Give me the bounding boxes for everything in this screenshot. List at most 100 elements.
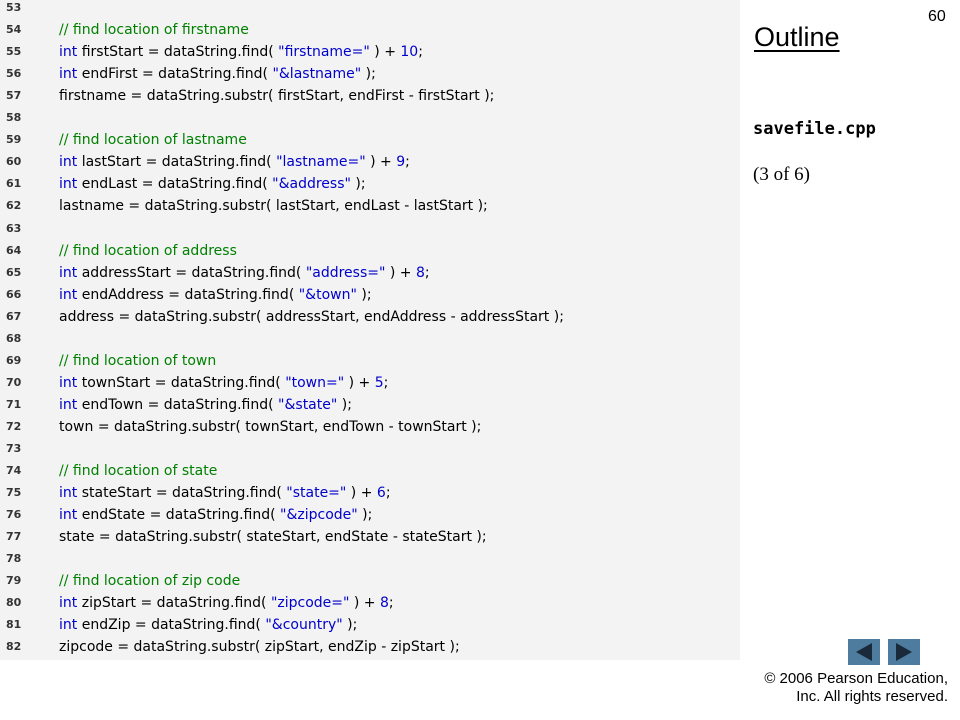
code-text: town = dataString.substr( townStart, end…	[59, 416, 481, 438]
code-literal: 8	[379, 595, 389, 612]
page-number: 60	[928, 8, 946, 25]
code-text: // find location of lastname	[59, 129, 247, 151]
line-number: 79	[6, 574, 22, 588]
code-keyword: int	[59, 264, 78, 281]
code-keyword: int	[59, 507, 78, 524]
right-triangle-icon	[896, 643, 912, 661]
line-number: 69	[6, 353, 22, 367]
code-literal: "&state"	[278, 396, 338, 413]
code-line: 70 int townStart = dataString.find( "town…	[0, 372, 740, 394]
code-text: int stateStart = dataString.find( "state…	[59, 482, 391, 504]
code-text: int endAddress = dataString.find( "&town…	[59, 284, 372, 306]
line-number: 56	[6, 67, 22, 81]
line-number: 72	[6, 419, 22, 433]
line-number: 53	[6, 1, 22, 14]
code-keyword: int	[59, 396, 78, 413]
line-number: 80	[6, 596, 22, 610]
code-line: 64// find location of address	[0, 240, 740, 262]
code-text: int endTown = dataString.find( "&state" …	[59, 394, 352, 416]
code-token: townStart = dataString.find(	[77, 374, 286, 391]
code-token: );	[342, 617, 358, 634]
code-keyword: int	[59, 66, 78, 83]
code-literal: 8	[415, 264, 425, 281]
code-token: endLast = dataString.find(	[77, 176, 273, 193]
code-literal: 10	[400, 44, 419, 61]
code-literal: "address="	[305, 264, 386, 281]
code-token: );	[337, 396, 352, 413]
code-literal: 9	[396, 154, 406, 171]
code-literal: "firstname="	[278, 44, 370, 61]
code-token: addressStart = dataString.find(	[77, 264, 306, 281]
code-comment: // find location of lastname	[59, 132, 247, 149]
code-comment: // find location of zip code	[59, 573, 241, 590]
copyright-line-2: Inc. All rights reserved.	[796, 688, 948, 705]
code-line: 58	[0, 107, 740, 129]
code-text: int townStart = dataString.find( "town="…	[59, 372, 388, 394]
code-text: zipcode = dataString.substr( zipStart, e…	[59, 636, 460, 658]
line-number: 66	[6, 287, 22, 301]
code-text: state = dataString.substr( stateStart, e…	[59, 526, 487, 548]
code-token: address = dataString.substr( addressStar…	[59, 308, 564, 325]
previous-slide-button[interactable]	[848, 639, 880, 665]
code-token: ;	[418, 44, 423, 61]
code-keyword: int	[59, 286, 78, 303]
line-number: 61	[6, 177, 22, 191]
code-text: int zipStart = dataString.find( "zipcode…	[59, 592, 394, 614]
code-text: // find location of town	[59, 350, 216, 372]
line-number: 54	[6, 23, 22, 37]
outline-heading: Outline	[754, 22, 840, 52]
line-number: 67	[6, 309, 22, 323]
line-number: 59	[6, 133, 22, 147]
line-number: 57	[6, 89, 22, 103]
code-token: ;	[388, 595, 394, 612]
code-token: );	[361, 66, 376, 83]
code-line: 60 int lastStart = dataString.find( "last…	[0, 151, 740, 173]
line-number: 73	[6, 442, 22, 455]
code-literal: "&zipcode"	[280, 507, 358, 524]
part-indicator: (3 of 6)	[753, 164, 810, 185]
code-comment: // find location of firstname	[59, 22, 249, 39]
code-keyword: int	[59, 154, 78, 171]
code-line: 59 // find location of lastname	[0, 129, 740, 151]
code-line: 80 int zipStart = dataString.find( "zipco…	[0, 592, 740, 614]
line-number: 68	[6, 331, 22, 345]
code-line: 72 town = dataString.substr( townStart, e…	[0, 416, 740, 438]
code-token: );	[350, 176, 366, 193]
code-token: ) +	[344, 374, 375, 391]
code-line: 67 address = dataString.substr( addressSt…	[0, 306, 740, 328]
code-token: endFirst = dataString.find(	[77, 66, 273, 83]
code-literal: "zipcode="	[270, 595, 350, 612]
code-text: firstname = dataString.substr( firstStar…	[59, 85, 494, 107]
line-number: 81	[6, 618, 22, 632]
code-comment: // find location of address	[59, 242, 237, 259]
code-comment: // find location of state	[59, 463, 218, 480]
code-line: 57 firstname = dataString.substr( firstSt…	[0, 85, 740, 107]
line-number: 60	[6, 155, 22, 169]
line-number: 70	[6, 375, 22, 389]
code-token: endZip = dataString.find(	[77, 617, 266, 634]
left-triangle-icon	[856, 643, 872, 661]
code-keyword: int	[59, 485, 78, 502]
code-text: int firstStart = dataString.find( "first…	[59, 41, 423, 63]
line-number: 78	[6, 552, 22, 566]
file-name: savefile.cpp	[753, 119, 876, 139]
code-text: // find location of zip code	[59, 570, 240, 592]
code-line: 73	[0, 438, 740, 460]
code-text: int lastStart = dataString.find( "lastna…	[59, 151, 410, 173]
copyright-notice: © 2006 Pearson Education, Inc. All right…	[708, 670, 948, 706]
code-token: zipStart = dataString.find(	[77, 595, 271, 612]
code-keyword: int	[59, 176, 78, 193]
line-number: 82	[6, 640, 22, 654]
code-text: address = dataString.substr( addressStar…	[59, 306, 564, 328]
copyright-line-1: © 2006 Pearson Education,	[764, 670, 948, 687]
code-text: int endFirst = dataString.find( "&lastna…	[59, 63, 376, 85]
code-keyword: int	[59, 374, 78, 391]
next-slide-button[interactable]	[888, 639, 920, 665]
code-literal: "&lastname"	[272, 66, 362, 83]
